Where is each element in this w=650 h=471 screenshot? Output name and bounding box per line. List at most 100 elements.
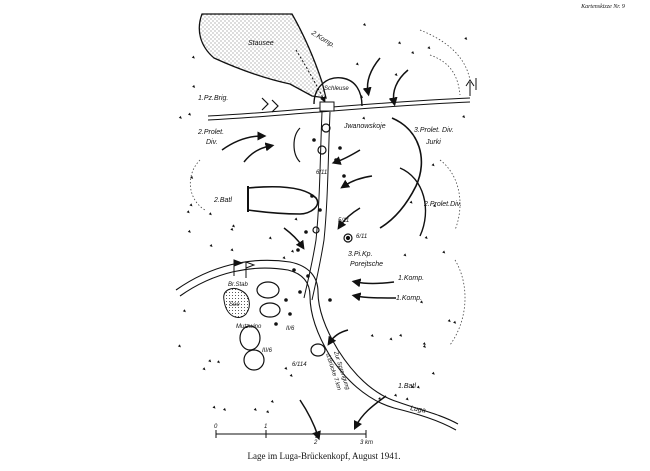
terrain-mark: [187, 112, 191, 116]
unit-position-mark: [338, 146, 342, 150]
unit-position-marks: [274, 138, 346, 326]
terrain-mark: [186, 210, 190, 214]
lake-see: [223, 287, 250, 318]
terrain-mark: [403, 253, 407, 257]
label-porejtsche: Porejtsche: [350, 261, 383, 268]
label-br-stab: Br.Stab: [228, 282, 248, 288]
unit-position-mark: [306, 274, 310, 278]
flag-icon: [233, 259, 256, 278]
batl2-enemy-body: [247, 185, 319, 215]
terrain-mark: [187, 229, 191, 233]
terrain-mark: [442, 250, 446, 254]
terrain-mark: [189, 203, 193, 207]
terrain-mark: [362, 23, 366, 27]
terrain-mark: [411, 385, 415, 389]
unit-position-mark: [274, 322, 278, 326]
terrain-mark: [389, 337, 393, 341]
sheet-label: Kartenskizze Nr. 9: [580, 4, 625, 10]
label-luga: Luga: [410, 405, 427, 415]
label-jwanowskoje: Jwanowskoje: [343, 123, 386, 130]
label-prolet-div-left: 2.Prolet.: [197, 129, 224, 136]
terrain-mark: [411, 51, 415, 55]
label-pz-brig: 1.Pz.Brig.: [198, 95, 228, 102]
terrain-mark: [394, 73, 398, 77]
terrain-mark: [290, 249, 294, 253]
terrain-mark: [202, 367, 206, 371]
unit-position-mark: [310, 194, 314, 198]
terrain-mark: [289, 373, 293, 377]
unit-outlines: [239, 97, 326, 371]
terrain-mark: [177, 344, 181, 348]
unit-position-mark: [296, 248, 300, 252]
unit-position-mark: [288, 312, 292, 316]
label-batl1: 1.Batl: [398, 383, 416, 390]
bridgehead-ring-symbols: [312, 123, 353, 243]
label-batl2: 2.Batl: [213, 197, 232, 204]
terrain-mark: [397, 41, 401, 45]
north-arrow-icon: [465, 78, 477, 96]
terrain-mark: [294, 217, 298, 221]
terrain-mark: [192, 84, 196, 88]
scale-tick-0: 0: [214, 424, 218, 430]
terrain-mark: [182, 309, 186, 313]
terrain-mark: [222, 407, 226, 411]
unit-position-mark: [334, 158, 338, 162]
terrain-mark: [208, 212, 212, 216]
label-see: See: [229, 302, 240, 308]
terrain-mark: [282, 256, 286, 260]
unit-position-mark: [312, 138, 316, 142]
scale-tick-2: 2: [313, 440, 318, 446]
label-2-komp-top: 2.Komp.: [309, 29, 336, 49]
unit-position-mark: [304, 230, 308, 234]
label-prolet-div2: 2.Prolet.Div.: [423, 201, 462, 208]
terrain-mark: [424, 236, 428, 240]
terrain-mark: [422, 344, 426, 348]
terrain-mark: [355, 62, 359, 66]
unit-position-mark: [292, 268, 296, 272]
label-schleuse: Schleuse: [324, 86, 349, 92]
label-pi-kp: 3.Pi.Kp.: [348, 251, 373, 258]
schleuse-lock-icon: [319, 101, 335, 112]
label-unit-6-114: 6/114: [292, 362, 307, 368]
terrain-mark: [453, 320, 457, 324]
terrain-mark: [422, 342, 426, 346]
terrain-mark: [270, 399, 274, 403]
label-komp1-a: 1.Komp.: [398, 275, 424, 282]
terrain-mark: [432, 204, 436, 208]
label-unit-iii6: III/6: [262, 348, 273, 354]
unit-position-mark: [298, 290, 302, 294]
terrain-marks: [177, 23, 468, 414]
label-prolet-div-left-2: Div.: [206, 139, 218, 146]
enemy-attack-arrows: [221, 57, 409, 441]
terrain-mark: [431, 163, 435, 167]
terrain-mark: [231, 224, 235, 228]
prolet-div3-arc: [379, 117, 423, 229]
terrain-mark: [209, 243, 213, 247]
terrain-mark: [419, 300, 423, 304]
terrain-mark: [394, 393, 398, 397]
terrain-mark: [431, 371, 435, 375]
terrain-mark: [427, 46, 431, 50]
unit-position-mark: [284, 298, 288, 302]
terrain-mark: [230, 227, 234, 231]
label-jurki: Jurki: [425, 139, 441, 146]
terrain-mark: [370, 333, 374, 337]
label-mutzwino: Mutzwino: [236, 324, 262, 330]
terrain-mark: [190, 175, 194, 179]
contour-lines: [189, 29, 471, 346]
terrain-mark: [191, 55, 195, 59]
terrain-mark: [362, 116, 366, 120]
label-komp1-b: 1.Komp.: [396, 295, 422, 302]
east-west-road: [207, 97, 471, 121]
prolet-div2-arc: [399, 167, 427, 237]
scale-tick-1: 1: [264, 424, 267, 430]
terrain-mark: [447, 319, 451, 323]
terrain-mark: [268, 236, 272, 240]
label-unit-5-11: 5/11: [338, 218, 349, 224]
unit-position-mark: [342, 174, 346, 178]
unit-position-mark: [318, 208, 322, 212]
terrain-mark: [266, 410, 270, 414]
reservoir-area: [198, 13, 327, 99]
terrain-mark: [253, 407, 257, 411]
